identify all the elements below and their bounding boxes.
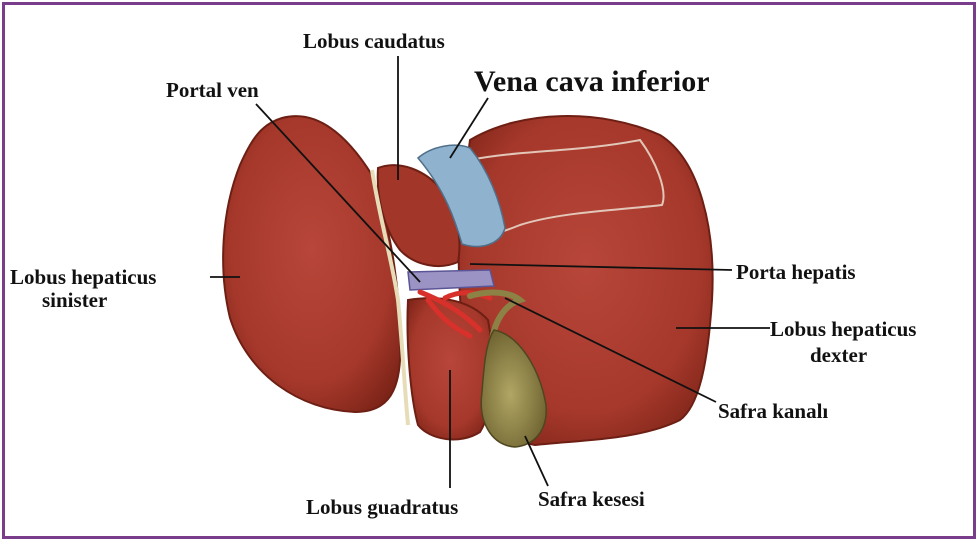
- label-porta-hepatis: Porta hepatis: [736, 261, 856, 283]
- label-lobus-hepaticus-sinister-line1: Lobus hepaticus: [10, 266, 156, 288]
- label-portal-ven: Portal ven: [166, 79, 259, 101]
- label-lobus-caudatus: Lobus caudatus: [303, 30, 445, 52]
- label-lobus-quadratus: Lobus guadratus: [306, 496, 458, 518]
- left-lobe-shape: [223, 116, 400, 412]
- label-vena-cava-inferior: Vena cava inferior: [474, 66, 710, 98]
- label-lobus-hepaticus-dexter-line1: Lobus hepaticus: [770, 318, 916, 340]
- label-lobus-hepaticus-dexter-line2: dexter: [810, 344, 867, 366]
- label-lobus-hepaticus-sinister-line2: sinister: [42, 289, 107, 311]
- label-safra-kesesi: Safra kesesi: [538, 488, 645, 510]
- label-safra-kanali: Safra kanalı: [718, 400, 828, 422]
- portal-vein-shape: [408, 270, 494, 290]
